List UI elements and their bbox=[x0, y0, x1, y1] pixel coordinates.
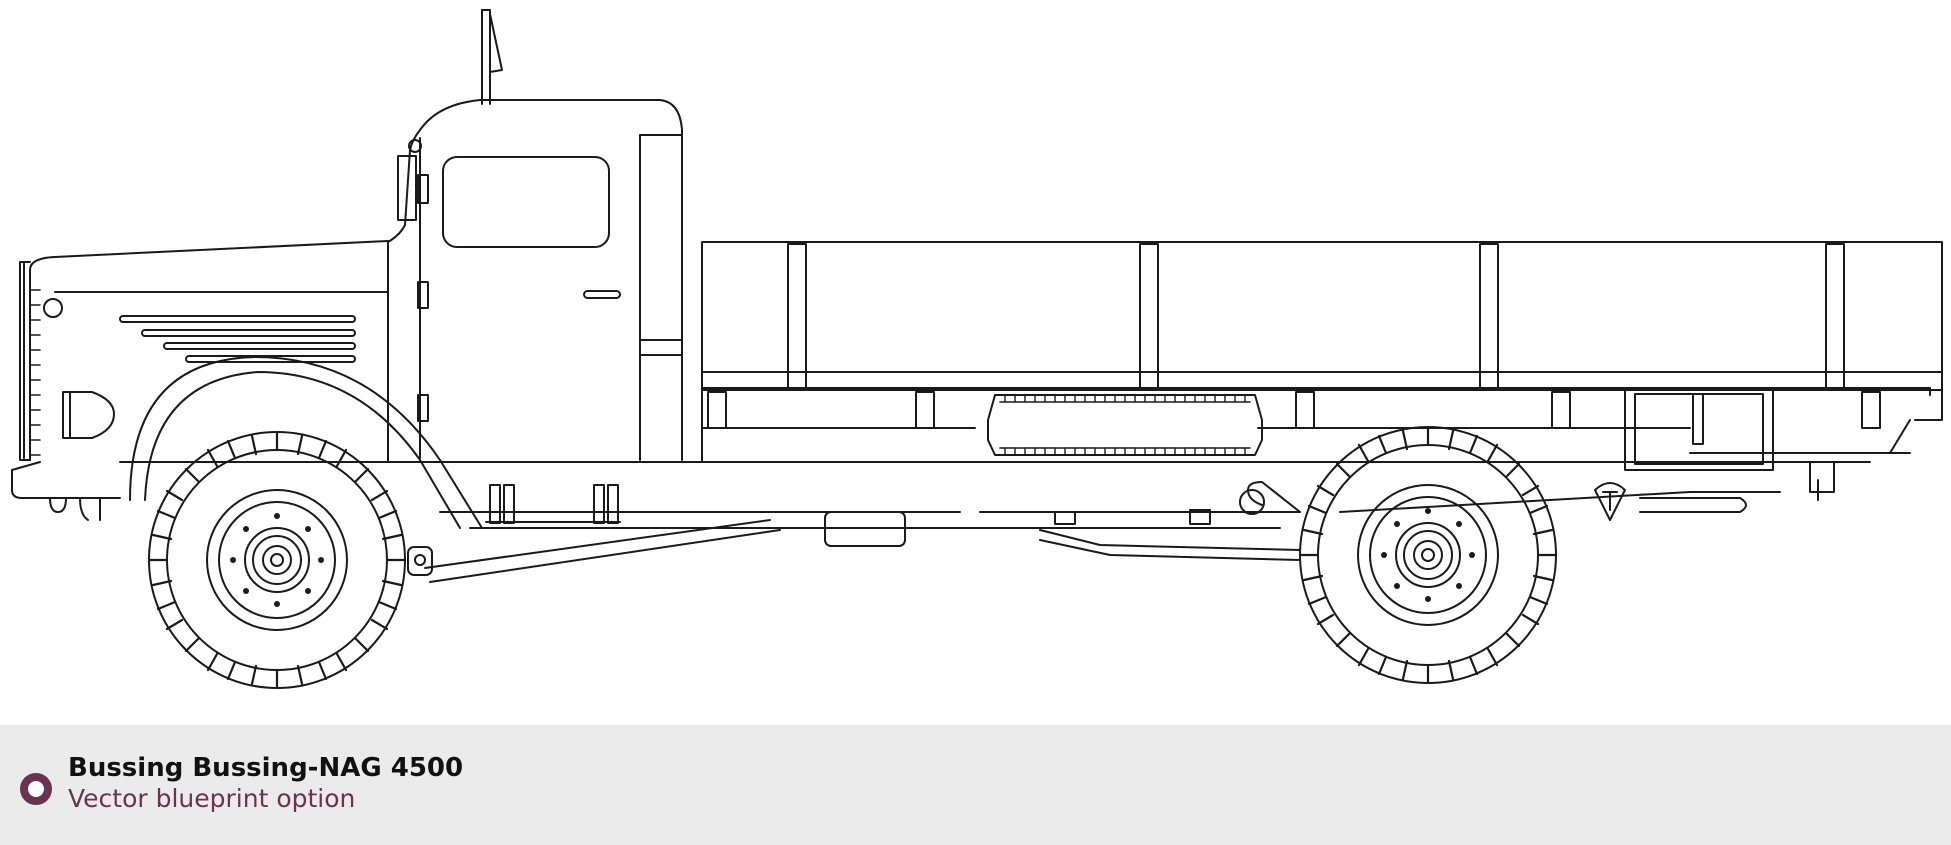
truck-blueprint-icon bbox=[11, 9, 1943, 690]
option-title: Bussing Bussing-NAG 4500 bbox=[68, 753, 464, 783]
option-subtitle: Vector blueprint option bbox=[68, 784, 356, 813]
option-footer bbox=[0, 725, 1951, 845]
blueprint-drawing bbox=[11, 9, 1943, 690]
option-radio-button[interactable] bbox=[20, 773, 52, 805]
